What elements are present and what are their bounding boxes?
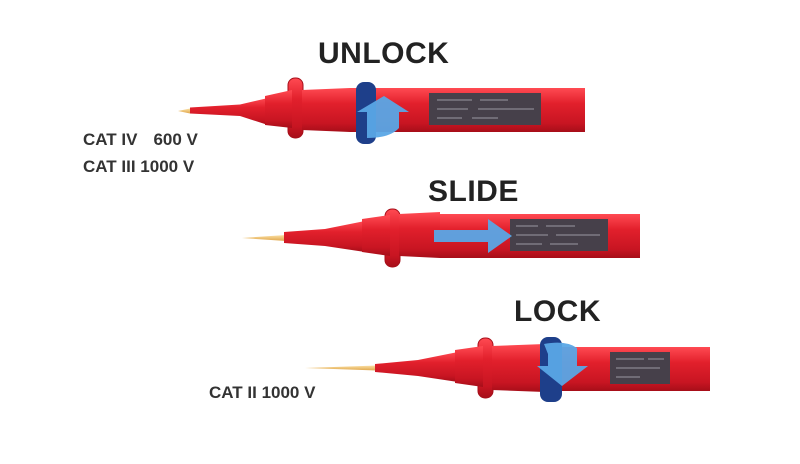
probe-lock xyxy=(305,337,710,402)
step-label-unlock: UNLOCK xyxy=(318,37,450,70)
rotate-arrow-icon xyxy=(537,342,588,386)
slide-arrow-icon xyxy=(434,219,512,253)
probe-collar xyxy=(265,90,292,128)
probe-unlock xyxy=(178,77,585,144)
probe-collar xyxy=(362,215,390,256)
probe-tip xyxy=(305,365,377,371)
rating-cat-iv: CAT IV 600 V xyxy=(83,130,198,150)
rating-cat-iv-voltage: 600 V xyxy=(153,130,198,149)
rotate-arrow-icon xyxy=(357,96,409,138)
rating-cat-ii: CAT II 1000 V xyxy=(209,383,316,402)
probe-grip xyxy=(302,88,350,132)
rating-cat-iv-category: CAT IV xyxy=(83,130,138,149)
probe-tip xyxy=(242,235,286,241)
probe-slide xyxy=(242,208,640,268)
rating-cat-iii: CAT III 1000 V xyxy=(83,157,195,176)
probe-collar xyxy=(455,346,483,387)
probe-neck xyxy=(375,352,458,382)
step-label-slide: SLIDE xyxy=(428,175,519,208)
probe-grip xyxy=(492,344,545,392)
probe-grip xyxy=(399,212,440,258)
probe-tip xyxy=(178,108,190,114)
probe-neck xyxy=(190,98,268,125)
step-label-lock: LOCK xyxy=(514,295,601,328)
probe-neck xyxy=(284,221,365,252)
